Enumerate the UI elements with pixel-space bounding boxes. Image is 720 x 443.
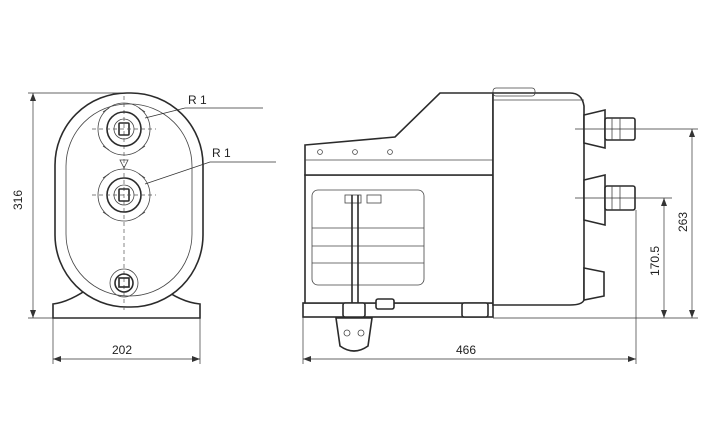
label-upper-connection: R 1 <box>188 93 207 107</box>
leader-lower <box>144 161 211 185</box>
lower-connection <box>92 168 156 222</box>
leader-upper <box>144 107 186 119</box>
front-view: R 1 R 1 316 202 <box>11 92 276 364</box>
upper-connection <box>92 102 156 156</box>
plug-icon <box>335 317 373 352</box>
dim-inlet-height-170-5: 170.5 <box>575 197 672 318</box>
outlet-connection <box>583 108 636 150</box>
label-lower-connection: R 1 <box>212 146 231 160</box>
motor-section <box>304 174 494 304</box>
drain-connection <box>583 267 605 301</box>
power-cable <box>335 195 395 352</box>
side-foot <box>461 302 489 318</box>
flow-arrow-icon <box>119 159 129 169</box>
pump-housing <box>492 92 585 306</box>
dim-height-label: 316 <box>11 190 25 210</box>
inlet-connection <box>583 173 636 227</box>
dim-inlet-height-label: 170.5 <box>648 246 662 276</box>
dim-width-202: 202 <box>52 318 201 364</box>
top-cover <box>304 92 494 176</box>
dim-width-label: 202 <box>112 343 132 357</box>
dim-length-label: 466 <box>456 343 476 357</box>
drain-plug <box>109 268 139 298</box>
motor-frame <box>311 189 425 286</box>
dim-outlet-height-label: 263 <box>676 212 690 232</box>
side-view: 466 263 170.5 <box>302 87 698 364</box>
dim-length-466: 466 <box>302 210 637 364</box>
dim-height-316: 316 <box>11 92 124 319</box>
